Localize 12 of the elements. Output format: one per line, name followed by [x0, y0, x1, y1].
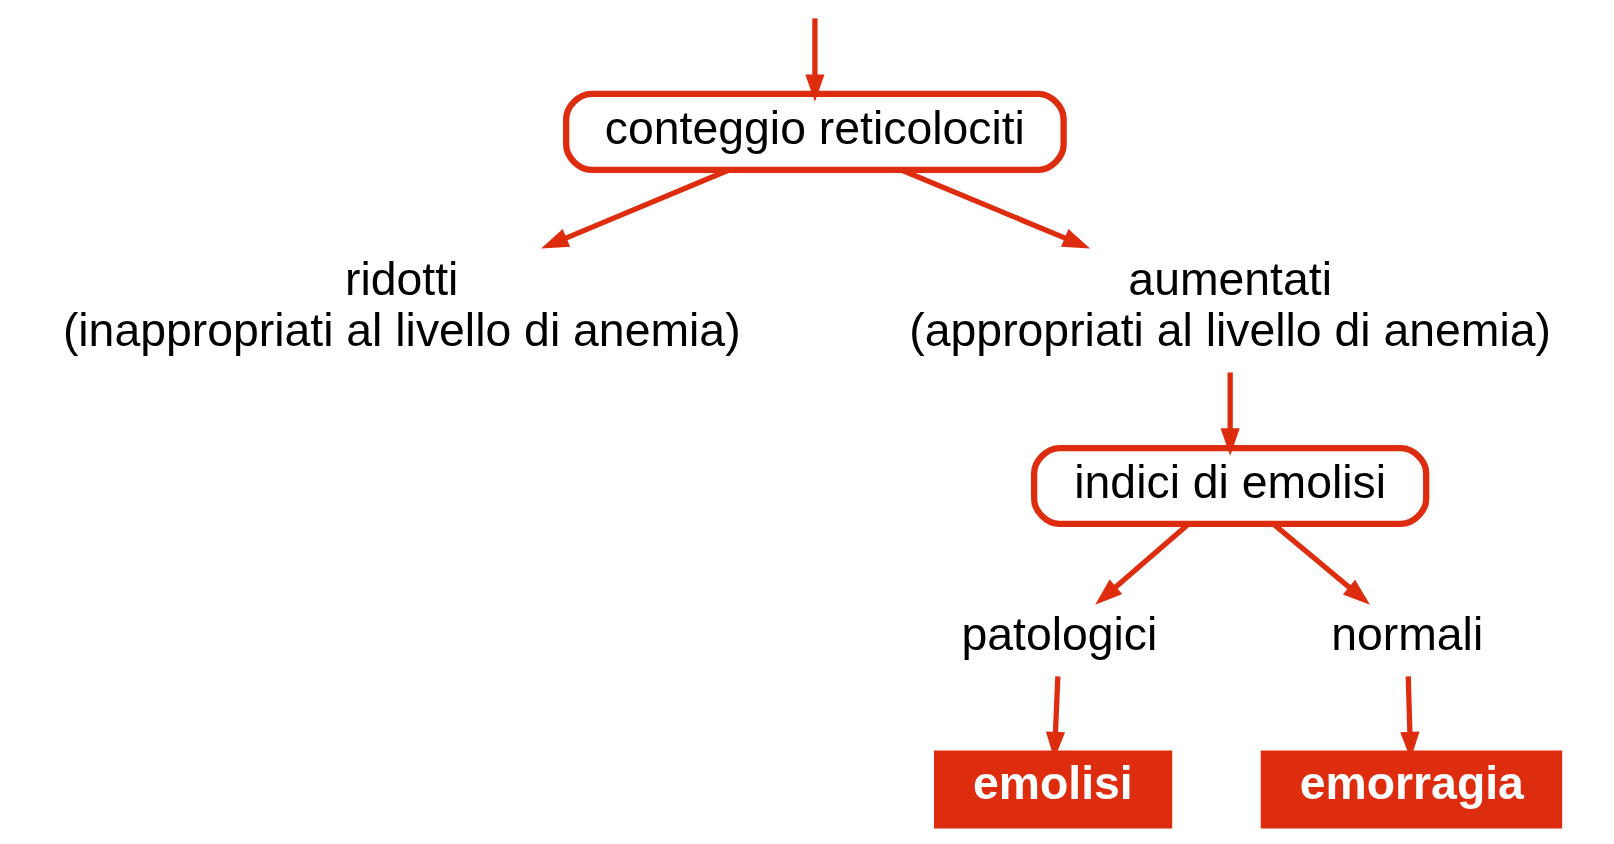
node-text: ridotti (inappropriati al livello di anemia)	[62, 253, 741, 357]
node-text: patologici	[961, 607, 1158, 660]
node-text: aumentati (appropriati al livello di anemia)	[909, 253, 1551, 357]
node-box: emolisi	[934, 750, 1173, 829]
node-box: conteggio reticolociti	[563, 90, 1067, 173]
arrow	[541, 167, 730, 249]
arrow	[900, 167, 1091, 249]
node-text: normali	[1331, 607, 1484, 660]
node-box: indici di emolisi	[1030, 444, 1430, 528]
node-box: emorragia	[1260, 750, 1563, 829]
arrow	[805, 18, 825, 102]
arrow	[1220, 372, 1240, 456]
